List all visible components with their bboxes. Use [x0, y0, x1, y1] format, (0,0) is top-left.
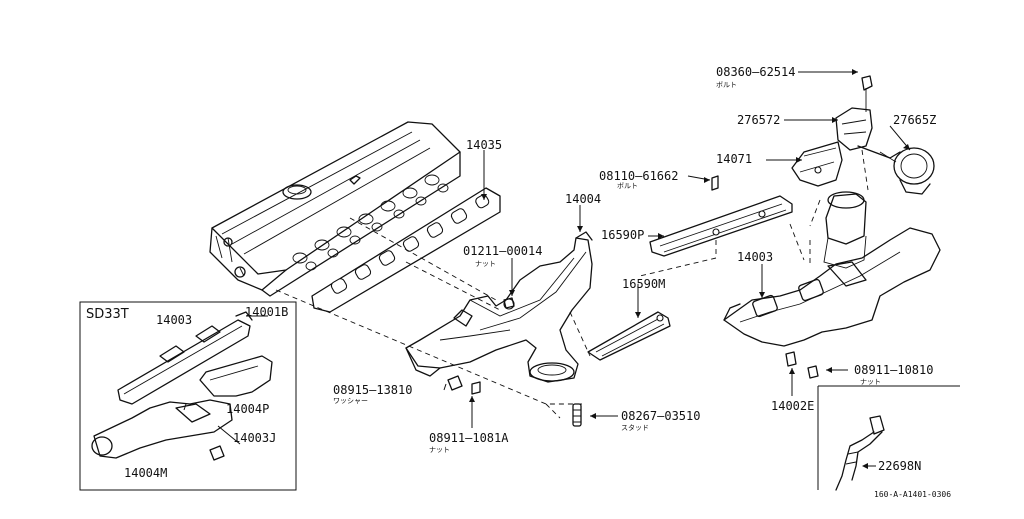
inset-label-14001B[interactable]: 14001B: [245, 305, 289, 319]
label-27665Z[interactable]: 27665Z: [893, 113, 937, 127]
label-14035[interactable]: 14035: [466, 138, 503, 152]
inset-title: SD33T: [86, 307, 129, 322]
leader-lines: [443, 71, 911, 467]
hardware-drawing: [447, 175, 819, 427]
label-276572[interactable]: 276572: [737, 113, 781, 127]
cylinder-head-drawing: [209, 121, 461, 297]
label-14002E[interactable]: 14002E: [771, 399, 815, 413]
inset-box-sd33t: [79, 301, 297, 491]
note-08915-13810: ワッシャー: [333, 397, 368, 405]
label-08915-13810[interactable]: 08915–13810: [333, 383, 413, 397]
inset-label-14004P[interactable]: 14004P: [226, 402, 270, 416]
note-08360-62514: ボルト: [716, 81, 737, 89]
bracket-14071-drawing: [791, 141, 843, 187]
label-08360-62514[interactable]: 08360–62514: [716, 65, 796, 79]
label-08911-1081A[interactable]: 08911–1081A: [429, 431, 509, 445]
note-01211-00014: ナット: [475, 260, 496, 268]
note-08267-03510: スタッド: [621, 424, 649, 432]
note-08110-61662: ボルト: [617, 182, 638, 190]
label-01211-00014[interactable]: 01211–00014: [463, 244, 543, 258]
reference-code: 160-A-A1401-0306: [874, 490, 952, 499]
label-08911-10810[interactable]: 08911–10810: [854, 363, 934, 377]
wastegate-actuator-drawing: [835, 75, 935, 195]
manifold-gasket-drawing: [311, 187, 501, 313]
heat-shield-16590M-drawing: [587, 311, 671, 361]
label-14071[interactable]: 14071: [716, 152, 753, 166]
note-08911-10810: ナット: [860, 378, 881, 386]
inset-22698n: [817, 385, 960, 491]
label-22698N[interactable]: 22698N: [878, 459, 922, 473]
label-16590P[interactable]: 16590P: [601, 228, 645, 242]
assembly-dash-lines: [275, 149, 869, 419]
label-16590M[interactable]: 16590M: [622, 277, 666, 291]
label-08267-03510[interactable]: 08267–03510: [621, 409, 701, 423]
manifold-14003-drawing: [723, 191, 941, 347]
heat-shield-16590P-drawing: [649, 195, 793, 257]
inset-label-14004M[interactable]: 14004M: [124, 466, 168, 480]
leader-arrowheads: [469, 69, 910, 469]
label-08110-61662[interactable]: 08110–61662: [599, 169, 679, 183]
label-14003[interactable]: 14003: [737, 250, 774, 264]
label-14004[interactable]: 14004: [565, 192, 602, 206]
note-08911-1081A: ナット: [429, 446, 450, 454]
inset-label-14003J[interactable]: 14003J: [233, 431, 277, 445]
inset-label-14003[interactable]: 14003: [156, 313, 193, 327]
